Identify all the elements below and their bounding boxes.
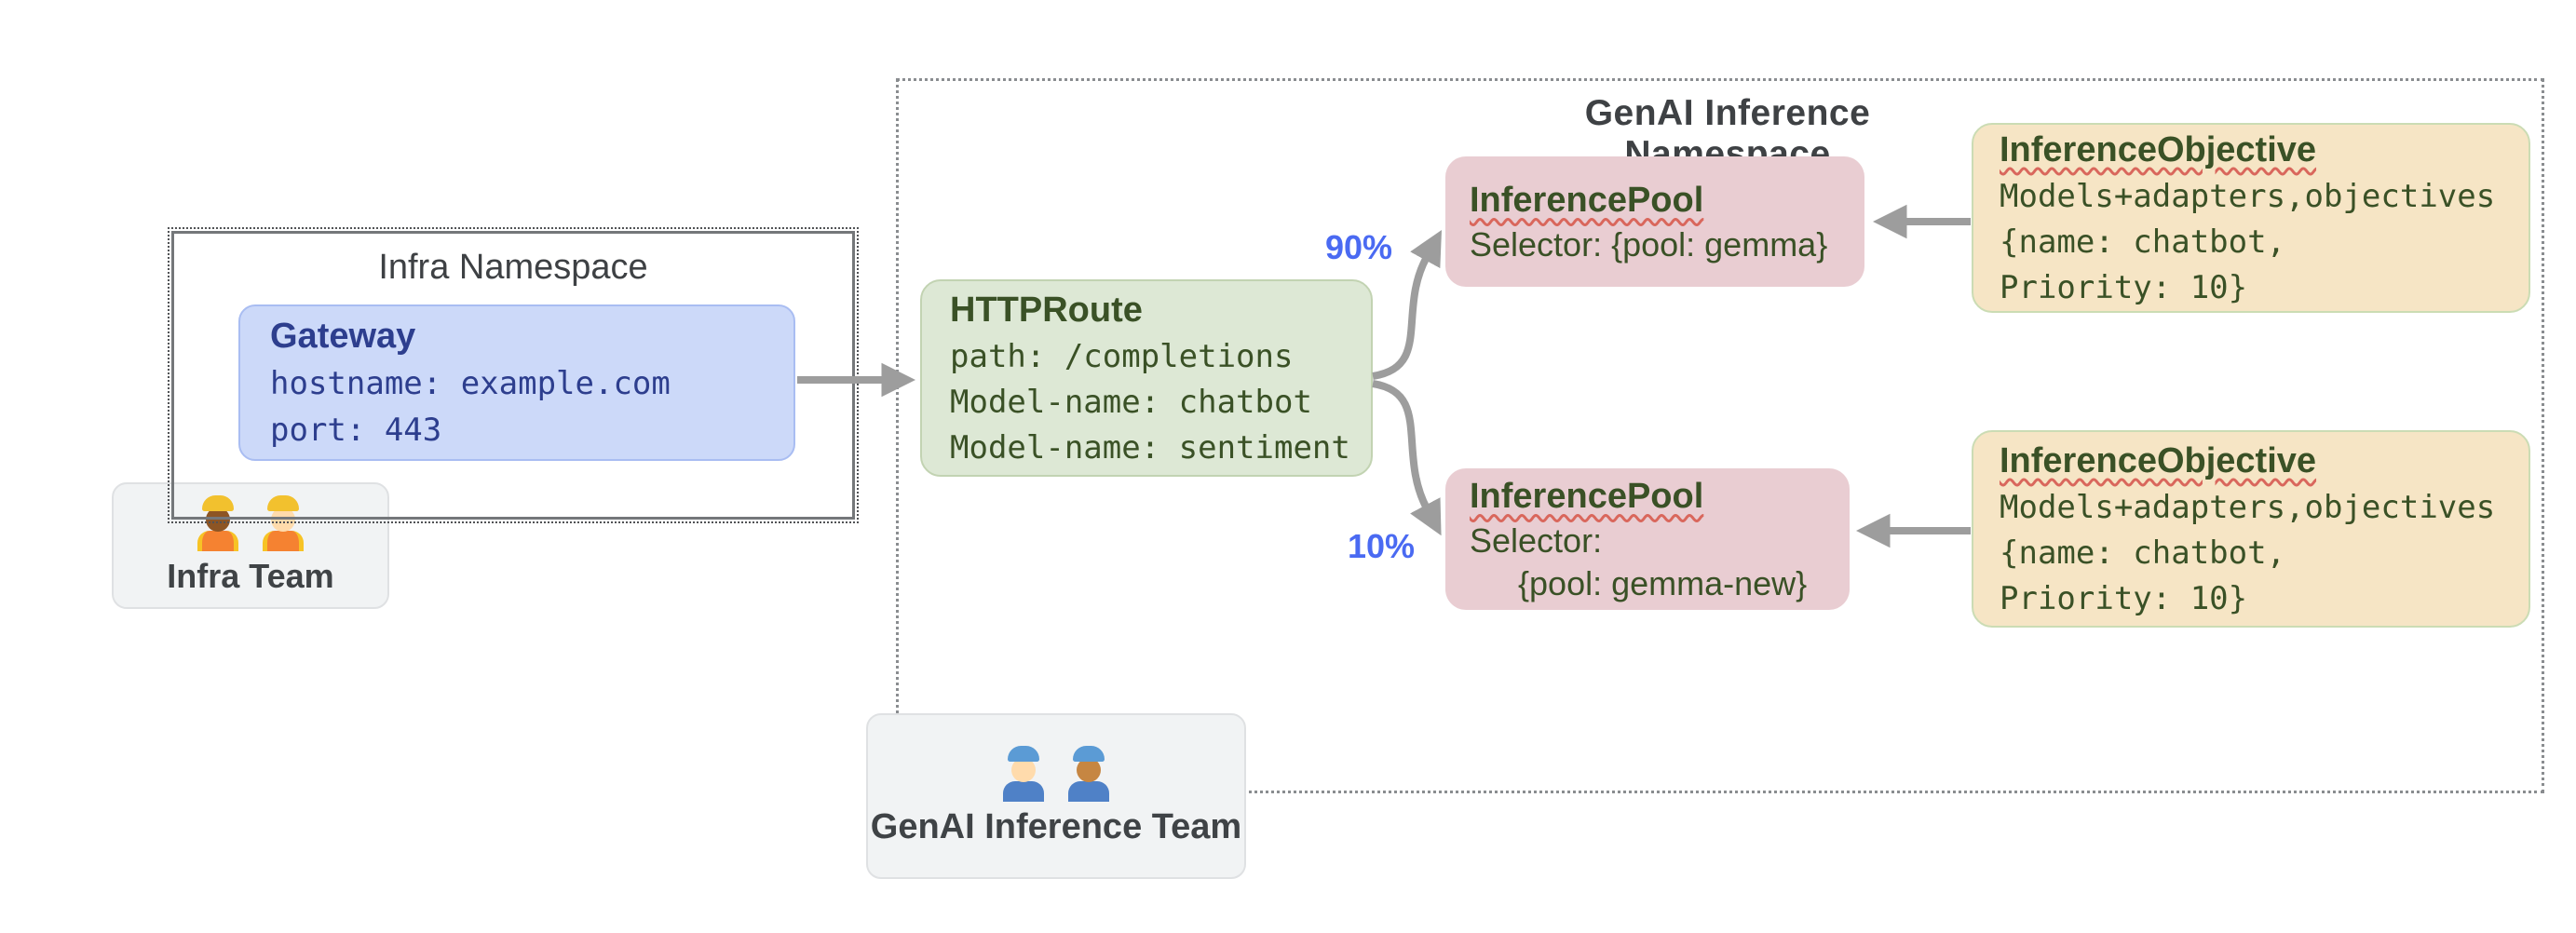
traffic-weight-90: 90% — [1324, 228, 1393, 266]
infra-team-card: Infra Team — [112, 482, 389, 609]
gateway-node: Gateway hostname: example.com port: 443 — [238, 304, 795, 461]
inference-objective-top-node: InferenceObjective Models+adapters,objec… — [1972, 123, 2530, 313]
objective-bottom-line-1: Models+adapters,objectives — [2000, 488, 2496, 526]
man-construction-worker-emoji — [259, 495, 307, 551]
httproute-title: HTTPRoute — [950, 290, 1143, 330]
inference-pool-top-title: InferencePool — [1470, 181, 1704, 220]
objective-bottom-line-3: Priority: 10} — [2000, 579, 2248, 617]
gateway-port: port: 443 — [270, 412, 442, 449]
inference-pool-bottom-node: InferencePool Selector: {pool: gemma-new… — [1445, 468, 1850, 610]
genai-team-label: GenAI Inference Team — [870, 806, 1242, 846]
genai-team-card: GenAI Inference Team — [866, 713, 1246, 879]
httproute-node: HTTPRoute path: /completions Model-name:… — [920, 279, 1373, 477]
genai-namespace-box — [896, 78, 2544, 793]
infra-team-people — [194, 495, 307, 551]
httproute-model-1: Model-name: chatbot — [950, 383, 1312, 421]
infra-namespace-title: Infra Namespace — [378, 248, 648, 287]
inference-objective-bottom-title: InferenceObjective — [2000, 440, 2317, 480]
inference-objective-bottom-node: InferenceObjective Models+adapters,objec… — [1972, 430, 2530, 628]
man-mechanic-emoji — [1064, 745, 1113, 802]
traffic-weight-10: 10% — [1347, 527, 1416, 565]
inference-pool-bottom-title: InferencePool — [1470, 477, 1704, 516]
gateway-hostname: hostname: example.com — [270, 365, 671, 402]
woman-construction-worker-emoji — [194, 495, 242, 551]
genai-team-people — [999, 745, 1113, 802]
objective-top-line-2: {name: chatbot, — [2000, 223, 2286, 261]
inference-pool-bottom-selector-value: {pool: gemma-new} — [1518, 564, 1808, 602]
inference-pool-bottom-selector: Selector: — [1470, 521, 1603, 560]
inference-pool-top-node: InferencePool Selector: {pool: gemma} — [1445, 156, 1864, 287]
infra-namespace-box — [168, 227, 859, 523]
gateway-title: Gateway — [270, 317, 416, 356]
objective-bottom-line-2: {name: chatbot, — [2000, 534, 2286, 572]
httproute-model-2: Model-name: sentiment — [950, 428, 1350, 466]
inference-objective-top-title: InferenceObjective — [2000, 129, 2317, 169]
woman-mechanic-emoji — [999, 745, 1048, 802]
inference-pool-top-selector: Selector: {pool: gemma} — [1470, 225, 1828, 264]
objective-top-line-3: Priority: 10} — [2000, 268, 2248, 306]
infra-team-label: Infra Team — [167, 557, 334, 595]
httproute-path: path: /completions — [950, 337, 1294, 375]
objective-top-line-1: Models+adapters,objectives — [2000, 177, 2496, 215]
